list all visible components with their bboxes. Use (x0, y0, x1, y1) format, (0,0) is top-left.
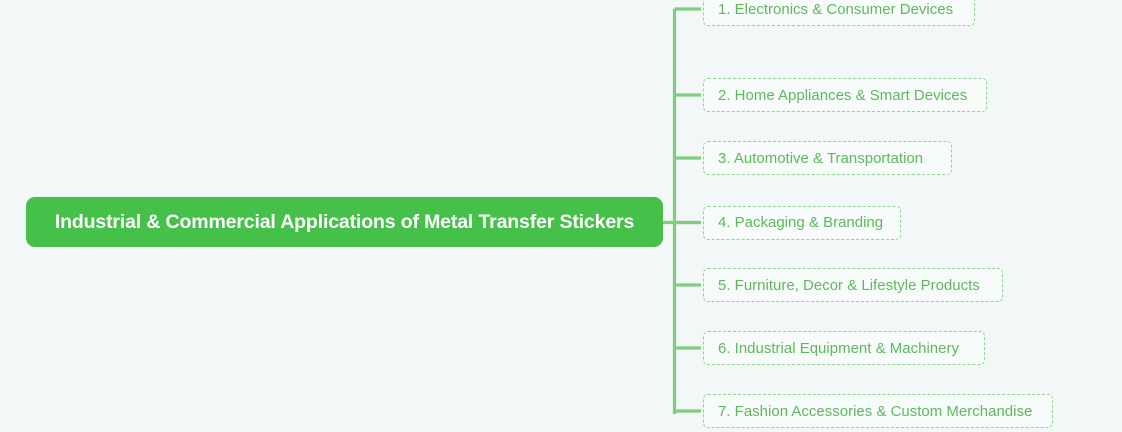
branch-node-6-label: 6. Industrial Equipment & Machinery (718, 339, 959, 357)
branch-node-4[interactable]: 4. Packaging & Branding (703, 205, 901, 240)
branch-node-1[interactable]: 1. Electronics & Consumer Devices (703, 0, 975, 26)
branch-node-5[interactable]: 5. Furniture, Decor & Lifestyle Products (703, 268, 1003, 302)
branch-node-4-label: 4. Packaging & Branding (718, 214, 884, 231)
branch-node-5-label: 5. Furniture, Decor & Lifestyle Products (718, 276, 980, 294)
branch-node-2[interactable]: 2. Home Appliances & Smart Devices (703, 78, 987, 112)
root-node-label: Industrial & Commercial Applications of … (54, 210, 635, 233)
branch-node-7[interactable]: 7. Fashion Accessories & Custom Merchand… (703, 394, 1053, 428)
branch-node-6[interactable]: 6. Industrial Equipment & Machinery (703, 331, 985, 365)
root-node[interactable]: Industrial & Commercial Applications of … (26, 197, 663, 247)
branch-node-2-label: 2. Home Appliances & Smart Devices (718, 86, 968, 104)
branch-node-7-label: 7. Fashion Accessories & Custom Merchand… (718, 402, 1033, 420)
branch-node-3[interactable]: 3. Automotive & Transportation (703, 141, 952, 175)
branch-node-1-label: 1. Electronics & Consumer Devices (718, 0, 954, 18)
branch-node-3-label: 3. Automotive & Transportation (718, 149, 924, 167)
